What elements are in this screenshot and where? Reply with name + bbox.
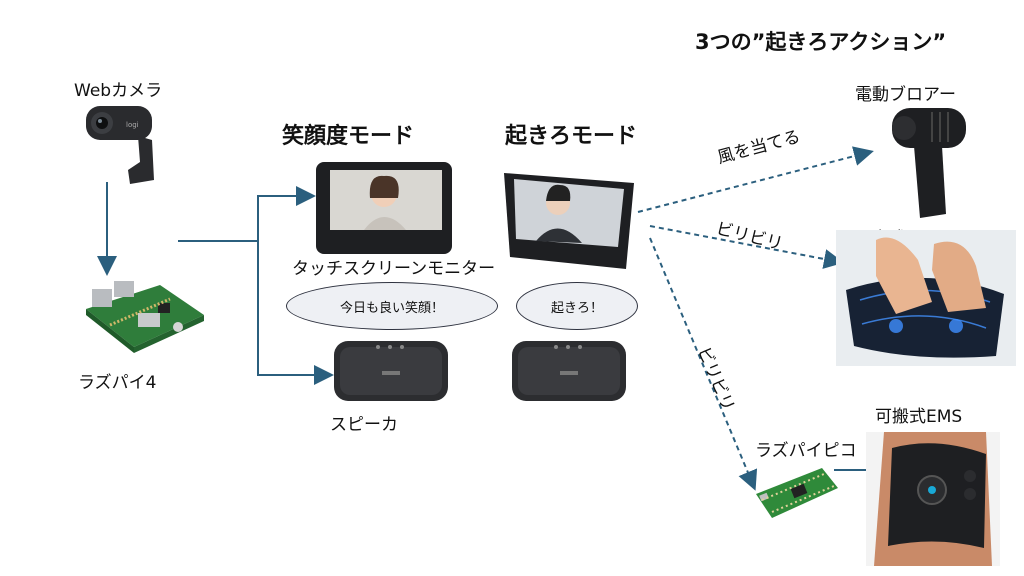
- speech-bubble-smile: 今日も良い笑顔！: [286, 282, 498, 330]
- speech-bubble-wake-text: 起きろ！: [550, 300, 603, 316]
- raspberry-pi-pico-label: ラズパイピコ: [755, 441, 857, 461]
- arrow-to-blower: [637, 146, 874, 213]
- raspberry-pi-4-icon: [86, 281, 204, 353]
- touchscreen-monitor-label: タッチスクリーンモニター: [292, 259, 496, 279]
- arrow-pi-to-monitor: [178, 186, 316, 242]
- speaker-icon-smile: [334, 341, 448, 401]
- portable-ems-icon: [866, 432, 1000, 566]
- smile-mode-title: 笑顔度モード: [282, 124, 415, 149]
- fixed-ems-icon: [836, 230, 1016, 366]
- speaker-icon-wake: [512, 341, 626, 401]
- electric-blower-label: 電動ブロアー: [855, 85, 956, 105]
- wake-mode-title: 起きろモード: [505, 124, 638, 149]
- speech-bubble-wake: 起きろ！: [516, 282, 638, 330]
- raspberry-pi-pico-icon: [756, 468, 838, 518]
- raspberry-pi-4-label: ラズパイ4: [78, 373, 157, 393]
- speech-bubble-smile-text: 今日も良い笑顔！: [339, 300, 444, 316]
- speaker-label: スピーカ: [330, 415, 398, 435]
- webcam-icon: logi: [86, 106, 154, 184]
- portable-ems-label: 可搬式EMS: [875, 407, 963, 427]
- webcam-label: Webカメラ: [74, 81, 163, 101]
- touchscreen-monitor-smile: [316, 162, 452, 254]
- touchscreen-monitor-wake: [504, 173, 634, 269]
- diagram-heading: 3つの”起きろアクション”: [695, 30, 947, 54]
- electric-blower-icon: [892, 108, 966, 218]
- svg-text:logi: logi: [126, 121, 139, 129]
- arrow-pi-to-speaker: [257, 241, 334, 385]
